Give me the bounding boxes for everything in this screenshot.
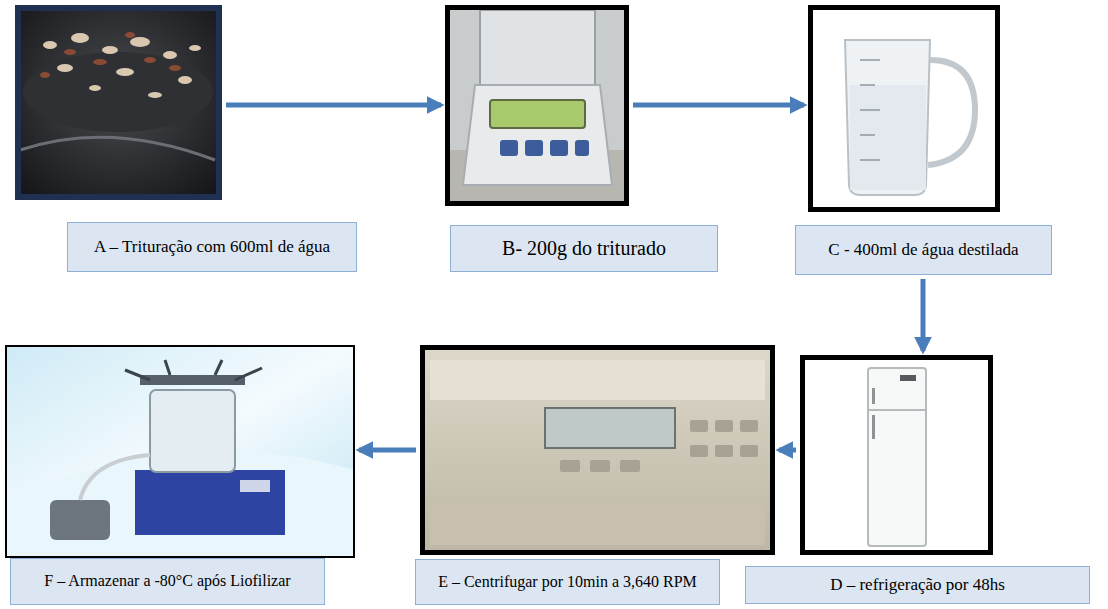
crushed-photo <box>15 5 222 200</box>
step-frame: D – refrigeração por 48hs <box>800 355 993 555</box>
step-text: A – Trituração com 600ml de água <box>94 237 330 257</box>
step-label: D – refrigeração por 48hs <box>745 566 1090 604</box>
step-label: F – Armazenar a -80°C após Liofilizar <box>10 558 325 605</box>
flow-arrow <box>226 103 441 108</box>
step-frame: A – Trituração com 600ml de água <box>15 5 222 200</box>
step-text: D – refrigeração por 48hs <box>830 575 1005 595</box>
step-frame: F – Armazenar a -80°C após Liofilizar <box>5 345 355 558</box>
step-frame: B- 200g do triturado <box>445 5 629 206</box>
centrifuge-photo <box>420 345 775 555</box>
flow-arrow <box>921 279 926 351</box>
flow-arrow <box>359 448 416 453</box>
step-label: A – Trituração com 600ml de água <box>67 222 357 272</box>
flow-arrow <box>633 103 804 108</box>
step-text: B- 200g do triturado <box>502 237 666 260</box>
step-label: C - 400ml de água destilada <box>795 225 1052 275</box>
step-text: F – Armazenar a -80°C após Liofilizar <box>44 572 290 590</box>
flow-arrow <box>779 448 796 453</box>
step-frame: C - 400ml de água destilada <box>808 5 1000 212</box>
step-frame: E – Centrifugar por 10min a 3,640 RPM <box>420 345 775 555</box>
balance-photo <box>445 5 629 206</box>
step-label: B- 200g do triturado <box>450 225 718 272</box>
step-text: C - 400ml de água destilada <box>828 240 1018 260</box>
freeze-dryer-photo <box>5 345 355 558</box>
step-text: E – Centrifugar por 10min a 3,640 RPM <box>438 573 697 591</box>
fridge-photo <box>800 355 993 555</box>
step-label: E – Centrifugar por 10min a 3,640 RPM <box>415 559 720 605</box>
beaker-photo <box>808 5 1000 212</box>
